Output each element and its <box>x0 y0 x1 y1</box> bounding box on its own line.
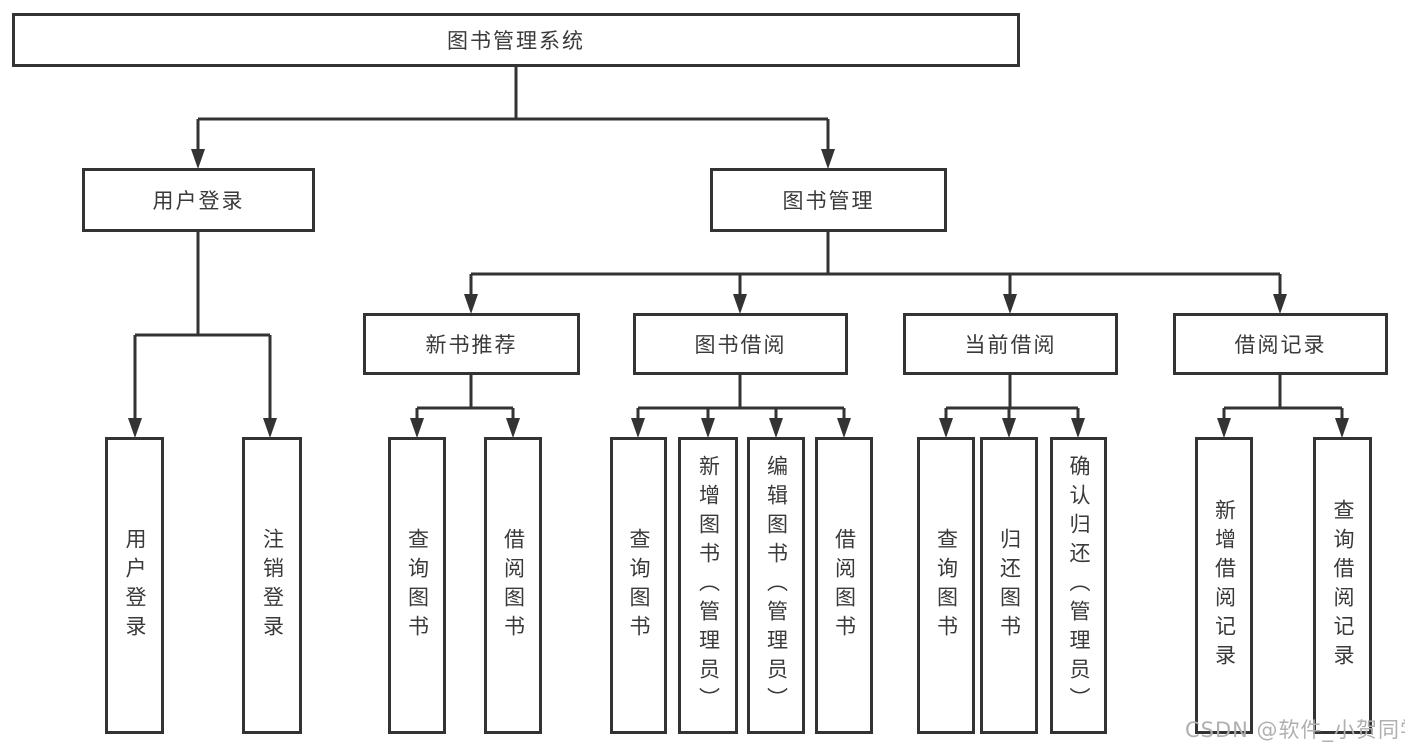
leaf-user-login: 用户登录 <box>105 437 164 734</box>
leaf-edit-books-admin: 编辑图书（管理员） <box>747 437 805 734</box>
leaf-query-books-current: 查询图书 <box>917 437 975 734</box>
node-current-borrowing: 当前借阅 <box>903 313 1118 375</box>
leaf-add-borrowing-record: 新增借阅记录 <box>1195 437 1253 734</box>
node-library-management-system: 图书管理系统 <box>12 13 1020 67</box>
node-borrowing-records: 借阅记录 <box>1173 313 1388 375</box>
leaf-query-borrowing-record: 查询借阅记录 <box>1313 437 1372 734</box>
leaf-return-books: 归还图书 <box>980 437 1038 734</box>
leaf-borrow-books-borrowing: 借阅图书 <box>815 437 873 734</box>
leaf-query-books-borrowing: 查询图书 <box>610 437 667 734</box>
leaf-logout: 注销登录 <box>242 437 302 734</box>
csdn-watermark: CSDN @软件_小贺同学 <box>1185 718 1405 742</box>
leaf-confirm-return-admin: 确认归还（管理员） <box>1050 437 1107 734</box>
node-book-management: 图书管理 <box>710 168 947 232</box>
node-user-login: 用户登录 <box>82 168 315 232</box>
leaf-add-books-admin: 新增图书（管理员） <box>678 437 738 734</box>
leaf-borrow-books-recommend: 借阅图书 <box>484 437 542 734</box>
node-new-book-recommendation: 新书推荐 <box>363 313 580 375</box>
node-book-borrowing: 图书借阅 <box>633 313 848 375</box>
leaf-query-books-recommend: 查询图书 <box>388 437 446 734</box>
